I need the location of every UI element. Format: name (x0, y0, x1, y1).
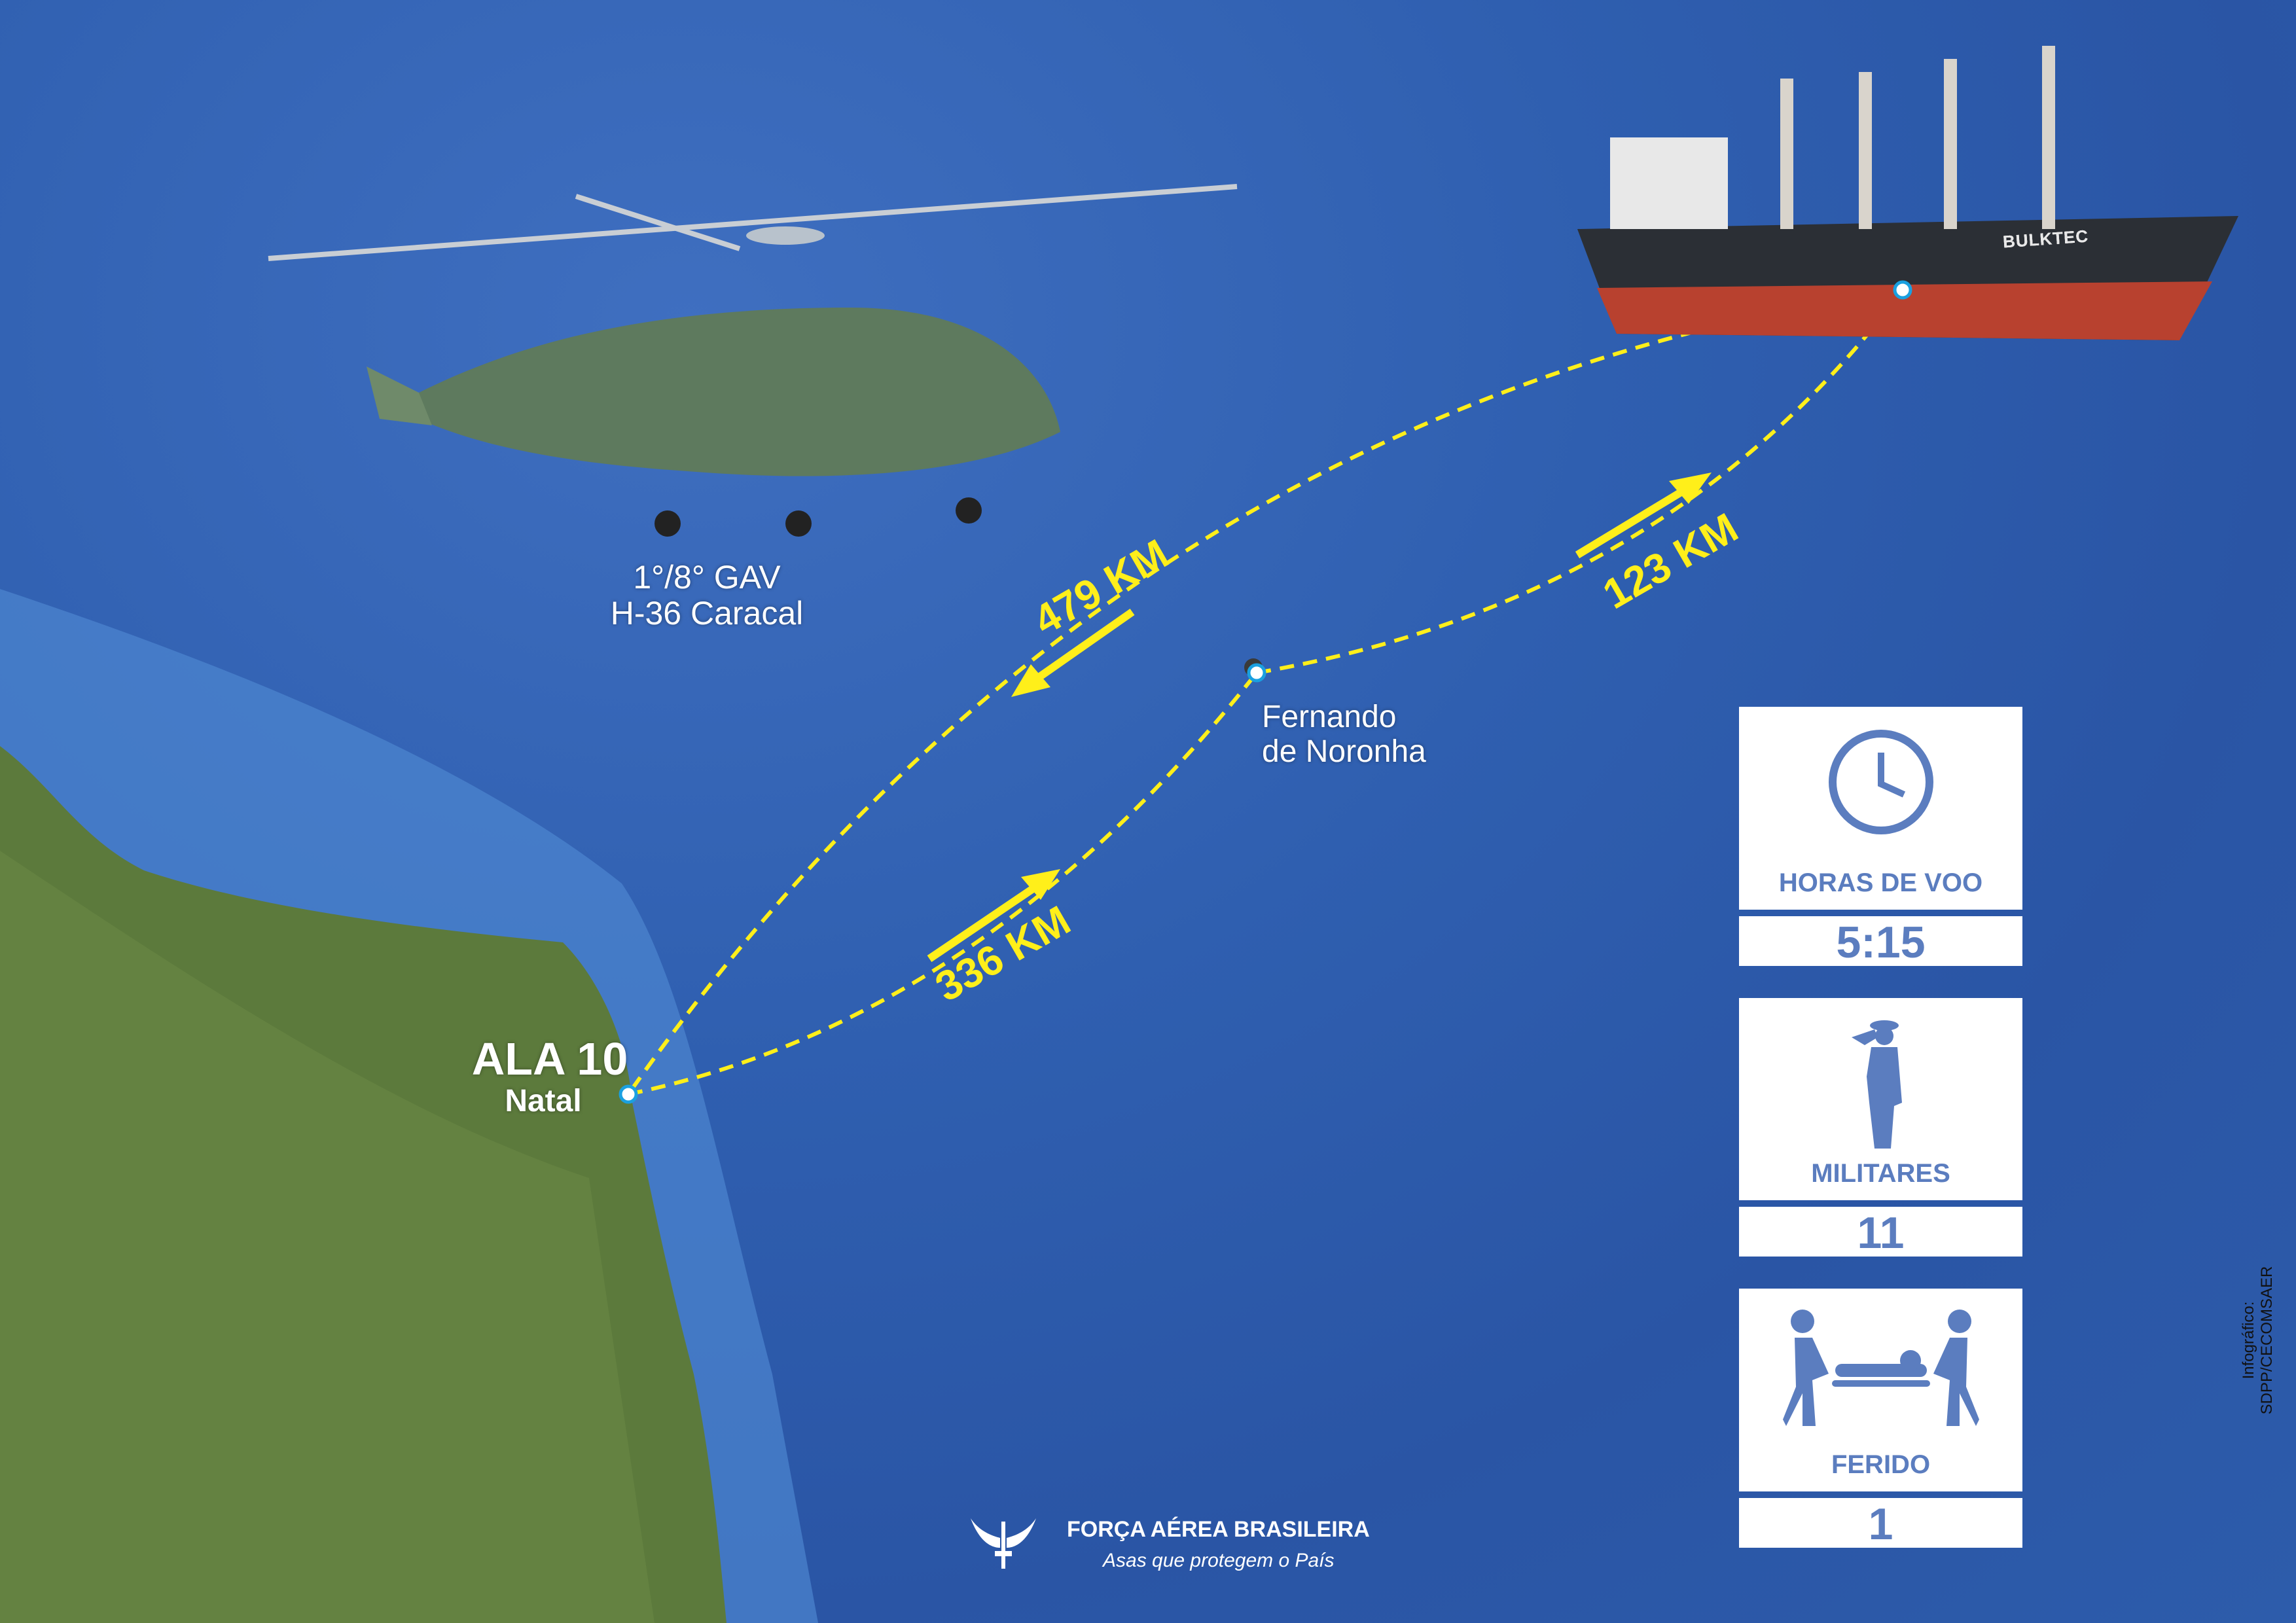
fernando-marker (1247, 663, 1266, 683)
stat-label: HORAS DE VOO (1778, 868, 1983, 897)
arrow-479 (1031, 609, 1135, 684)
island-name-2: de Noronha (1262, 734, 1426, 769)
brand-tagline: Asas que protegem o País (1103, 1550, 1335, 1571)
aircraft-unit: 1°/8° GAV (633, 559, 781, 596)
route-ship-natal (626, 288, 1903, 1096)
stretcher-icon (1782, 1310, 1979, 1426)
stat-label: MILITARES (1811, 1159, 1950, 1188)
stat-card-flight-hours: HORAS DE VOO (1739, 707, 2022, 910)
base-label: ALA 10 Natal (458, 1034, 641, 1119)
route-fernando-ship (1256, 289, 1905, 675)
aircraft-label: 1°/8° GAV H-36 Caracal (576, 560, 838, 632)
ship-image (1577, 46, 2238, 340)
helicopter-image (268, 184, 1238, 537)
stat-value-injured: 1 (1739, 1498, 2022, 1549)
arrow-123 (1575, 484, 1691, 559)
stat-value-military: 11 (1739, 1207, 2022, 1258)
saluting-soldier-icon (1851, 1020, 1902, 1149)
arrow-336 (927, 880, 1043, 962)
brand-name: FORÇA AÉREA BRASILEIRA (1067, 1517, 1370, 1542)
base-name: ALA 10 (471, 1033, 628, 1084)
island-name-1: Fernando (1262, 700, 1397, 734)
natal-marker (619, 1084, 638, 1104)
island-label: Fernando de Noronha (1262, 700, 1426, 770)
stat-card-injured: FERIDO (1739, 1289, 2022, 1491)
clock-icon (1828, 730, 1933, 834)
base-city: Natal (505, 1084, 582, 1118)
stat-label: FERIDO (1831, 1450, 1931, 1479)
infographic-credit: Infográfico: SDPP/CECOMSAER (2240, 1266, 2276, 1415)
ship-marker (1893, 280, 1912, 300)
aircraft-model: H-36 Caracal (610, 595, 804, 632)
stat-value-flight-hours: 5:15 (1739, 916, 2022, 967)
stat-card-military: MILITARES (1739, 998, 2022, 1200)
air-force-wings-logo (971, 1518, 1036, 1569)
route-natal-fernando (628, 671, 1259, 1096)
